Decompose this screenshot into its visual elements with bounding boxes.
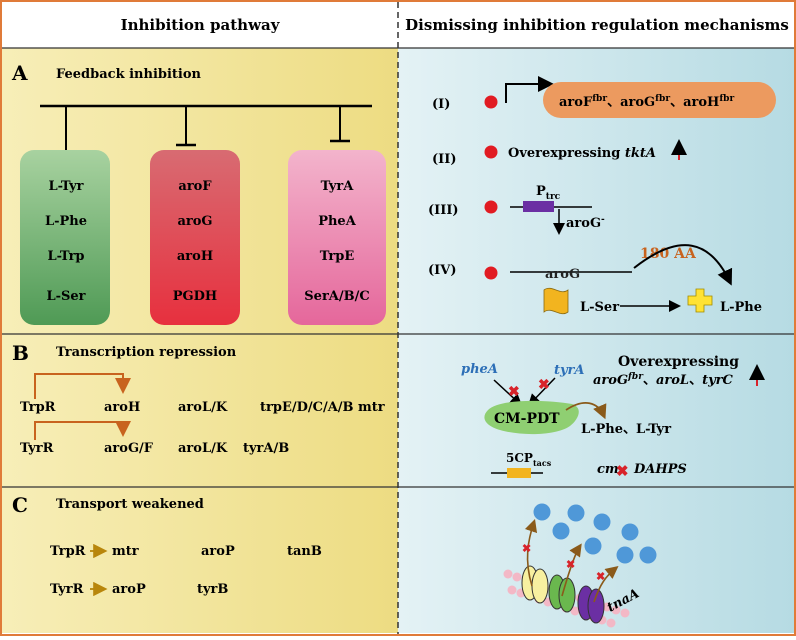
regulator-label: TrpR [20, 400, 56, 415]
cm-pdt-blob [484, 400, 579, 435]
promoter-label: Ptrc [536, 184, 561, 202]
repression-arrow [34, 421, 131, 440]
promoter-box [523, 201, 554, 212]
cm-pdt-label: CM-PDT [494, 411, 560, 427]
target-gene: aroL/K [178, 400, 228, 415]
export-arrow [561, 543, 582, 597]
cp-label: 5CPtacs [506, 451, 552, 468]
section-c-letter: C [12, 493, 28, 517]
overexpress-tkta-text: Overexpressing tktA [508, 146, 656, 161]
knockout-x-icon: ✖ [538, 377, 550, 393]
product-arrow [565, 402, 607, 420]
dahps-gene: DAHPS [633, 462, 687, 477]
box1-item: L-Ser [46, 289, 85, 304]
overexpress-title: Overexpressing [618, 354, 739, 370]
overexpress-genes: aroGfbr、aroL、tyrC [593, 372, 733, 388]
red-dot [484, 200, 498, 214]
target-gene: mtr [112, 544, 139, 559]
regulator-label: TyrR [20, 441, 54, 456]
section-b-title: Transcription repression [56, 345, 237, 360]
header-right: Dismissing inhibition regulation mechani… [405, 16, 789, 34]
target-gene: aroP [112, 582, 146, 597]
right-panel [398, 48, 794, 633]
arog-minus-label: aroG- [566, 215, 605, 231]
target-gene: tyrA/B [243, 441, 289, 456]
red-dot [484, 95, 498, 109]
l-ser-icon [543, 287, 569, 315]
repression-arrow [34, 373, 131, 399]
cm-gene: cm [597, 462, 619, 477]
box1-item: L-Trp [47, 249, 84, 264]
section-a-letter: A [11, 61, 28, 85]
fbr-gene-text: aroFfbr、aroGfbr、aroHfbr [559, 94, 734, 110]
promoter-arrow [505, 76, 554, 103]
regulator-label: TyrR [50, 582, 84, 597]
box3-item: SerA/B/C [304, 289, 369, 304]
section-b-letter: B [12, 341, 29, 365]
left-panel [2, 48, 398, 633]
box2-item: PGDH [173, 289, 217, 304]
regulator-label: TrpR [50, 544, 86, 559]
red-dot [484, 145, 498, 159]
target-gene: aroG/F [104, 441, 154, 456]
phea-arrow [493, 379, 523, 407]
tyra-arrow [527, 377, 556, 407]
l-phe-icon [687, 288, 713, 313]
transporter-yellow [531, 568, 549, 604]
phea-gene: pheA [461, 362, 498, 377]
products-label: L-Phe、L-Tyr [581, 422, 671, 437]
blocked-x-icon: ✖ [566, 558, 575, 571]
fusion-x-icon: ✖ [616, 462, 629, 480]
box1-item: L-Phe [45, 214, 87, 229]
curved-arrow [633, 244, 733, 286]
blocked-x-icon: ✖ [522, 542, 531, 555]
target-gene: mtr [358, 400, 385, 415]
target-gene: tyrB [197, 582, 228, 597]
red-dot [484, 266, 498, 280]
enzyme-box-red [150, 150, 240, 325]
roman-label: (IV) [428, 263, 456, 278]
aa-position-label: 180 AA [640, 246, 697, 262]
blocked-x-icon: ✖ [596, 570, 605, 583]
knockout-x-icon: ✖ [508, 384, 520, 400]
fbr-gene-pill [543, 82, 776, 118]
section-c-title: Transport weakened [56, 497, 204, 512]
box3-item: TyrA [321, 179, 355, 194]
box2-item: aroH [177, 249, 213, 264]
target-gene: trpE/D/C/A/B [260, 400, 354, 415]
target-gene: aroL/K [178, 441, 228, 456]
arog-gene-label: aroG [545, 267, 580, 282]
box2-item: aroF [178, 179, 212, 194]
target-gene: aroH [104, 400, 140, 415]
export-arrow [593, 566, 619, 603]
tyra-gene: tyrA [554, 363, 585, 378]
roman-label: (I) [432, 97, 450, 112]
transporter-purple [587, 588, 605, 624]
box2-item: aroG [177, 214, 212, 229]
box3-item: PheA [318, 214, 356, 229]
l-ser-label: L-Ser [580, 300, 619, 315]
roman-label: (III) [428, 203, 459, 218]
box1-item: L-Tyr [48, 179, 83, 194]
amino-acid-box [20, 150, 110, 325]
section-a-title: Feedback inhibition [56, 67, 202, 82]
target-gene: aroP [201, 544, 235, 559]
roman-label: (II) [432, 152, 456, 167]
header-left: Inhibition pathway [121, 16, 281, 34]
enzyme-box-pink [288, 150, 386, 325]
molecule-cluster [533, 503, 657, 564]
transporter-green [558, 577, 576, 613]
l-phe-label: L-Phe [720, 300, 762, 315]
target-gene: tanB [287, 544, 322, 559]
box3-item: TrpE [320, 249, 355, 264]
cp-promoter-box [507, 468, 531, 478]
export-arrow [524, 518, 538, 587]
